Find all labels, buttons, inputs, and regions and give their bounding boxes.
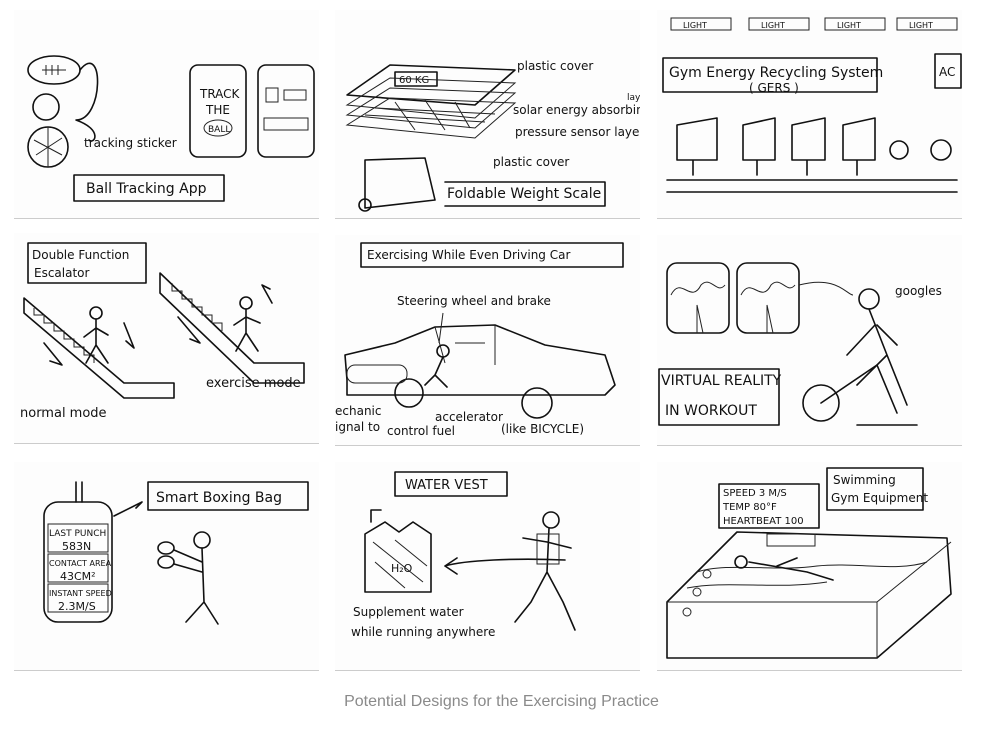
sketch-energy-recycling: LIGHT LIGHT LIGHT LIGHT Gym Energy Recyc… — [662, 17, 962, 193]
label-exercise-mode: exercise mode — [206, 376, 301, 391]
car-wheel-front — [394, 378, 424, 408]
svg-text:583N: 583N — [62, 540, 91, 553]
svg-text:(like BICYCLE): (like BICYCLE) — [501, 422, 584, 436]
label-steering: Steering wheel and brake — [397, 294, 551, 308]
sketch-escalator: Double Function Escalator normal mode ex… — [20, 242, 305, 421]
stats-display — [718, 483, 820, 529]
light-row: LIGHT LIGHT LIGHT LIGHT — [670, 17, 958, 31]
vr-lens-left — [666, 262, 730, 334]
svg-text:solar energy absorbing: solar energy absorbing — [513, 103, 640, 117]
svg-text:60 KG: 60 KG — [399, 75, 429, 86]
figure-caption: Potential Designs for the Exercising Pra… — [344, 693, 659, 710]
vest-icon — [364, 521, 432, 593]
sketch-driving-car: Exercising While Even Driving Car Steeri… — [335, 242, 624, 438]
sketch-weight-scale: 60 KG plastic cover solar energy absorbi… — [345, 59, 640, 212]
panel-title: Ball Tracking App — [86, 181, 207, 197]
svg-text:LIGHT: LIGHT — [761, 21, 785, 30]
label-normal-mode: normal mode — [20, 406, 107, 421]
panel-gym-energy-recycling: LIGHT LIGHT LIGHT LIGHT Gym Energy Recyc… — [657, 10, 962, 219]
sketch-virtual-reality: googles VIRTUAL REALITY IN WORKOUT — [658, 262, 942, 426]
svg-text:plastic cover: plastic cover — [517, 59, 593, 73]
title-box — [360, 242, 624, 268]
svg-text:AC: AC — [939, 65, 955, 79]
svg-text:LAST PUNCH: LAST PUNCH — [49, 529, 106, 539]
svg-text:INSTANT SPEED: INSTANT SPEED — [49, 589, 112, 598]
panel-title-line2: IN WORKOUT — [665, 403, 757, 419]
panel-virtual-reality-workout: googles VIRTUAL REALITY IN WORKOUT — [657, 235, 962, 446]
bike-wheel — [802, 384, 840, 422]
caption-line1: Supplement water — [353, 605, 464, 619]
phone-1-icon — [189, 64, 247, 158]
svg-text:SPEED 3 M/S: SPEED 3 M/S — [723, 488, 787, 499]
svg-text:( GERS ): ( GERS ) — [749, 81, 799, 95]
panel-title-line1: VIRTUAL REALITY — [661, 373, 782, 389]
svg-text:H₂O: H₂O — [391, 562, 413, 575]
panel-ball-tracking-app: tracking sticker TRACK THE BALL Ball Tra… — [14, 10, 319, 219]
panel-foldable-weight-scale: 60 KG plastic cover solar energy absorbi… — [335, 10, 640, 219]
svg-text:HEARTBEAT 100: HEARTBEAT 100 — [723, 516, 804, 527]
ac-unit — [934, 53, 962, 89]
svg-text:CONTACT AREA: CONTACT AREA — [49, 559, 112, 568]
label-tracking-sticker: tracking sticker — [84, 136, 177, 150]
svg-text:plastic cover: plastic cover — [493, 155, 569, 169]
rolled-scale — [364, 157, 436, 209]
panel-water-vest: WATER VEST H₂O Supplement water while ru… — [335, 462, 640, 671]
svg-text:TRACK: TRACK — [199, 87, 241, 101]
svg-text:accelerator: accelerator — [435, 410, 503, 424]
baseball-icon — [32, 93, 60, 121]
caption-line2: while running anywhere — [351, 625, 495, 639]
svg-text:TEMP 80°F: TEMP 80°F — [722, 502, 777, 513]
title-box — [826, 467, 924, 511]
escalator-2 — [159, 272, 305, 384]
title-box — [27, 242, 147, 284]
vr-lens-right — [736, 262, 800, 334]
svg-text:BALL: BALL — [208, 125, 230, 135]
sketch-swimming-equipment: Swimming Gym Equipment SPEED 3 M/S TEMP … — [666, 467, 952, 659]
svg-text:echanic: echanic — [335, 404, 381, 418]
sketch-ball-tracking: tracking sticker TRACK THE BALL Ball Tra… — [27, 55, 315, 202]
svg-text:ignal to: ignal to — [335, 420, 380, 434]
car-wheel-rear — [521, 387, 553, 419]
sketch-water-vest: WATER VEST H₂O Supplement water while ru… — [351, 471, 576, 639]
boxing-bag — [43, 501, 113, 623]
panel-title: Exercising While Even Driving Car — [367, 248, 570, 262]
svg-text:43CM²: 43CM² — [60, 570, 96, 583]
svg-text:LIGHT: LIGHT — [909, 21, 933, 30]
panel-title: Gym Energy Recycling System — [669, 65, 883, 81]
phone-2-icon — [257, 64, 315, 158]
escalator-1 — [23, 297, 175, 399]
panel-swimming-gym-equipment: Swimming Gym Equipment SPEED 3 M/S TEMP … — [657, 462, 962, 671]
svg-text:THE: THE — [205, 103, 230, 117]
title-box — [147, 481, 309, 511]
title-box — [73, 174, 225, 202]
treadmills — [676, 117, 952, 176]
svg-text:2.3M/S: 2.3M/S — [58, 600, 96, 613]
panel-title-line1: Swimming — [833, 473, 896, 487]
panel-title-line2: Escalator — [34, 266, 90, 280]
panel-double-function-escalator: Double Function Escalator normal mode ex… — [14, 233, 319, 444]
svg-text:LIGHT: LIGHT — [683, 21, 707, 30]
panel-title: Foldable Weight Scale — [447, 186, 601, 202]
pool-icon — [666, 531, 952, 659]
panel-title-line1: Double Function — [32, 248, 129, 262]
scale-top-layer — [346, 64, 516, 106]
svg-text:control fuel: control fuel — [387, 424, 455, 438]
panel-smart-boxing-bag: LAST PUNCH 583N CONTACT AREA 43CM² INSTA… — [14, 462, 319, 671]
title-box — [394, 471, 508, 497]
svg-text:LIGHT: LIGHT — [837, 21, 861, 30]
car-body — [344, 324, 616, 396]
panel-exercising-driving-car: Exercising While Even Driving Car Steeri… — [335, 235, 640, 446]
sketch-boxing-bag: LAST PUNCH 583N CONTACT AREA 43CM² INSTA… — [43, 481, 309, 625]
title-box — [662, 57, 878, 93]
label-goggles: googles — [895, 284, 942, 298]
svg-text:pressure sensor layer: pressure sensor layer — [515, 125, 640, 139]
panel-title: Smart Boxing Bag — [156, 490, 282, 506]
panel-title: WATER VEST — [405, 478, 488, 493]
panel-title-line2: Gym Equipment — [831, 491, 928, 505]
svg-text:lay: lay — [627, 93, 640, 103]
